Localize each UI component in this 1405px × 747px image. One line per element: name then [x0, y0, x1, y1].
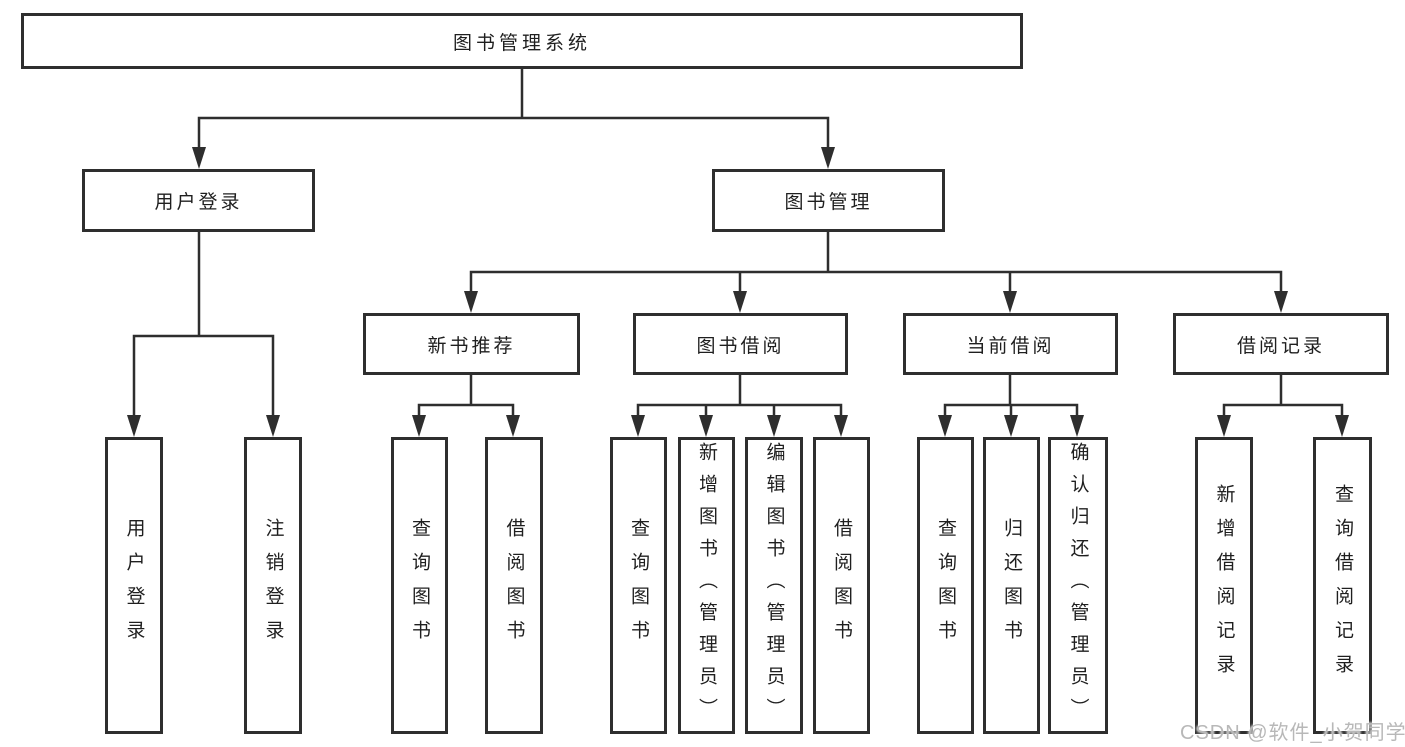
leaf-borrow-query-book-label: 查询图书: [628, 517, 649, 654]
arrowheads: [127, 147, 1349, 437]
leaf-add-book-admin: 新增图书（管理员）: [678, 437, 735, 734]
node-book-borrow: 图书借阅: [633, 313, 848, 375]
node-book-management: 图书管理: [712, 169, 945, 232]
leaf-borrow-borrow-book: 借阅图书: [813, 437, 870, 734]
leaf-recommend-borrow-book-label: 借阅图书: [503, 517, 525, 654]
leaf-user-login: 用户登录: [105, 437, 163, 734]
leaf-borrow-query-book: 查询图书: [610, 437, 667, 734]
leaf-confirm-return-admin: 确认归还（管理员）: [1048, 437, 1108, 734]
leaf-edit-book-admin-label: 编辑图书（管理员）: [763, 441, 785, 730]
leaf-query-borrow-record: 查询借阅记录: [1313, 437, 1372, 734]
leaf-current-query-book-label: 查询图书: [935, 517, 956, 654]
leaf-query-borrow-record-label: 查询借阅记录: [1332, 483, 1353, 688]
leaf-user-login-label: 用户登录: [123, 517, 145, 654]
node-borrow-record: 借阅记录: [1173, 313, 1389, 375]
leaf-recommend-borrow-book: 借阅图书: [485, 437, 543, 734]
csdn-watermark: CSDN @软件_小贺同学: [1180, 722, 1405, 744]
leaf-borrow-borrow-book-label: 借阅图书: [831, 517, 852, 654]
node-new-book-recommend: 新书推荐: [363, 313, 580, 375]
leaf-recommend-query-book: 查询图书: [391, 437, 448, 734]
leaf-logout-login: 注销登录: [244, 437, 302, 734]
leaf-return-book: 归还图书: [983, 437, 1040, 734]
leaf-edit-book-admin: 编辑图书（管理员）: [745, 437, 803, 734]
leaf-add-borrow-record: 新增借阅记录: [1195, 437, 1253, 734]
leaf-add-book-admin-label: 新增图书（管理员）: [696, 441, 717, 730]
leaf-return-book-label: 归还图书: [1001, 517, 1022, 654]
leaf-current-query-book: 查询图书: [917, 437, 974, 734]
node-user-login: 用户登录: [82, 169, 315, 232]
node-root-library-management-system: 图书管理系统: [21, 13, 1023, 69]
leaf-logout-login-label: 注销登录: [262, 517, 284, 654]
leaf-confirm-return-admin-label: 确认归还（管理员）: [1067, 441, 1089, 730]
node-current-borrow: 当前借阅: [903, 313, 1118, 375]
leaf-add-borrow-record-label: 新增借阅记录: [1213, 483, 1235, 688]
leaf-recommend-query-book-label: 查询图书: [409, 517, 430, 654]
